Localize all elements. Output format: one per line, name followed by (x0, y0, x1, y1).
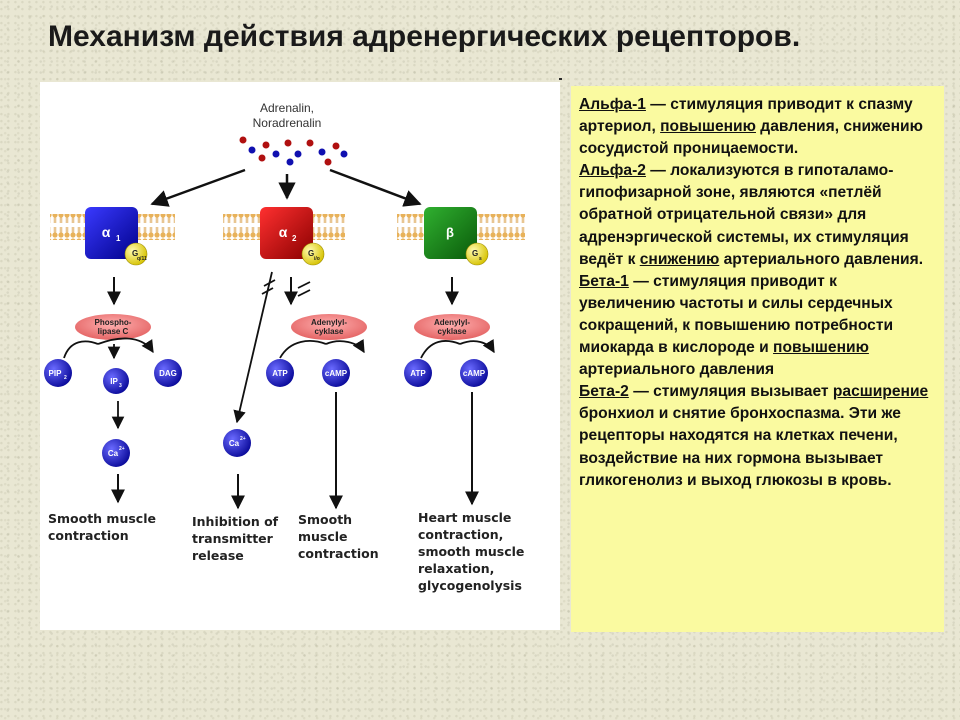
g-protein-alpha1-label: G (132, 249, 138, 258)
molecule-atp-1: ATP (266, 359, 294, 387)
alpha2-text-b: артериального давления. (719, 250, 924, 268)
outcome-4-line4: relaxation, (418, 561, 494, 576)
alpha1-underlined: повышению (660, 118, 756, 136)
ligand-label-1: Adrenalin, (260, 101, 314, 115)
receptor-alpha1: α 1 G q/11 (85, 207, 148, 266)
molecule-ca-1: Ca 2+ (102, 439, 130, 467)
outcome-4-line1: Heart muscle (418, 510, 511, 525)
beta2-text-a: — стимуляция вызывает (628, 383, 833, 401)
g-protein-beta-label: G (472, 249, 478, 258)
conversion-arrows (63, 337, 495, 360)
alpha1-name: Альфа-1 (579, 96, 646, 113)
page-title: Механизм действия адренергических рецепт… (48, 20, 801, 53)
enzyme-1-line2: lipase C (98, 327, 129, 336)
beta1-text-a: — стимуляция приводит к увеличению часто… (579, 272, 894, 357)
enzyme-2-line1: Adenylyl- (311, 318, 347, 327)
outcome-1-line2: contraction (48, 528, 129, 543)
pip2-label: PIP (49, 369, 63, 378)
receptor-diagram: Adrenalin, Noradrenalin α 1 G q/11 α (40, 82, 560, 630)
molecule-ip3: IP 3 (103, 368, 129, 394)
molecule-camp-1: cAMP (322, 359, 350, 387)
ca-2-label: Ca (229, 439, 240, 448)
pip2-sub: 2 (64, 375, 67, 381)
outcome-4-line5: glycogenolysis (418, 578, 522, 593)
outcome-3-line3: contraction (298, 546, 379, 561)
ligand-arrows (150, 168, 422, 207)
beta2-underlined: расширение (832, 383, 929, 401)
camp-1-label: cAMP (325, 369, 348, 378)
ca-1-label: Ca (108, 449, 119, 458)
corner-tick (559, 78, 562, 80)
enzyme-adenylyl-cyclase-1: Adenylyl- cyklase (291, 314, 367, 340)
receptor-alpha1-sub: 1 (116, 234, 121, 243)
outcome-2-line2: transmitter (192, 531, 274, 546)
enzyme-3-line2: cyklase (438, 327, 467, 336)
molecule-atp-2: ATP (404, 359, 432, 387)
camp-2-label: cAMP (463, 369, 486, 378)
enzyme-phospholipase-c: Phospho- lipase C (75, 314, 151, 340)
enzyme-2-line2: cyklase (315, 327, 344, 336)
receptor-alpha2-sub: 2 (292, 234, 297, 243)
receptor-alpha1-symbol: α (102, 224, 111, 240)
beta1-text-b: артериального давления (579, 361, 775, 379)
receptor-to-enzyme-arrows (107, 277, 459, 306)
molecule-pip2: PIP 2 (44, 359, 72, 387)
beta2-text-b: бронхиол и снятие бронхоспазма. Эти же р… (579, 405, 901, 489)
g-protein-alpha2-label: G (308, 249, 314, 258)
g-protein-beta-sub: s (479, 256, 482, 262)
outcome-3-line2: muscle (298, 529, 348, 544)
g-protein-alpha2-sub: i/o (314, 256, 320, 262)
g-protein-alpha1-sub: q/11 (137, 256, 147, 262)
beta1-underlined: повышению (773, 339, 869, 357)
receptor-beta: β G s (424, 207, 489, 266)
alpha1-text-b: давления, снижению сосудистой проницаемо… (579, 118, 923, 158)
enzyme-3-line1: Adenylyl- (434, 318, 470, 327)
outcome-3-line1: Smooth (298, 512, 352, 527)
alpha2-name: Альфа-2 (579, 162, 646, 180)
molecule-ca-2: Ca 2+ (223, 429, 251, 457)
receptor-beta-symbol: β (446, 225, 454, 240)
receptor-alpha2-symbol: α (279, 224, 288, 240)
ip3-sub: 3 (119, 383, 122, 389)
outcome-arrows (111, 392, 479, 510)
ca-2-sup: 2+ (240, 436, 246, 442)
ligand-molecules (239, 136, 348, 166)
beta2-name: Бета-2 (579, 383, 629, 401)
alpha1-text-a: — стимуляция приводит к спазму артериол, (579, 96, 913, 136)
atp-2-label: ATP (410, 369, 426, 378)
enzyme-1-line1: Phospho- (95, 318, 132, 327)
blocked-marks (261, 279, 311, 297)
outcome-2-line3: release (192, 548, 244, 563)
outcome-2-line1: Inhibition of (192, 514, 279, 529)
ca-1-sup: 2+ (119, 446, 125, 452)
molecule-camp-2: cAMP (460, 359, 488, 387)
beta1-name: Бета-1 (579, 272, 629, 290)
alpha2-text-a: — локализуются в гипоталамо-гипофизарной… (579, 162, 909, 268)
alpha2-underlined: снижению (639, 250, 720, 268)
receptor-diagram-svg: Adrenalin, Noradrenalin α 1 G q/11 α (44, 101, 525, 593)
outcome-1-line1: Smooth muscle (48, 511, 156, 526)
outcome-4-line2: contraction, (418, 527, 503, 542)
molecule-dag: DAG (154, 359, 182, 387)
dag-label: DAG (159, 369, 177, 378)
enzyme-adenylyl-cyclase-2: Adenylyl- cyklase (414, 314, 490, 340)
outcome-4-line3: smooth muscle (418, 544, 524, 559)
ligand-label-2: Noradrenalin (253, 116, 322, 130)
ip3-label: IP (110, 377, 118, 386)
receptor-alpha2: α 2 G i/o (260, 207, 325, 266)
description-panel: Альфа-1 — стимуляция приводит к спазму а… (571, 86, 944, 632)
atp-1-label: ATP (272, 369, 288, 378)
alpha2-to-ca-arrow (233, 271, 273, 424)
